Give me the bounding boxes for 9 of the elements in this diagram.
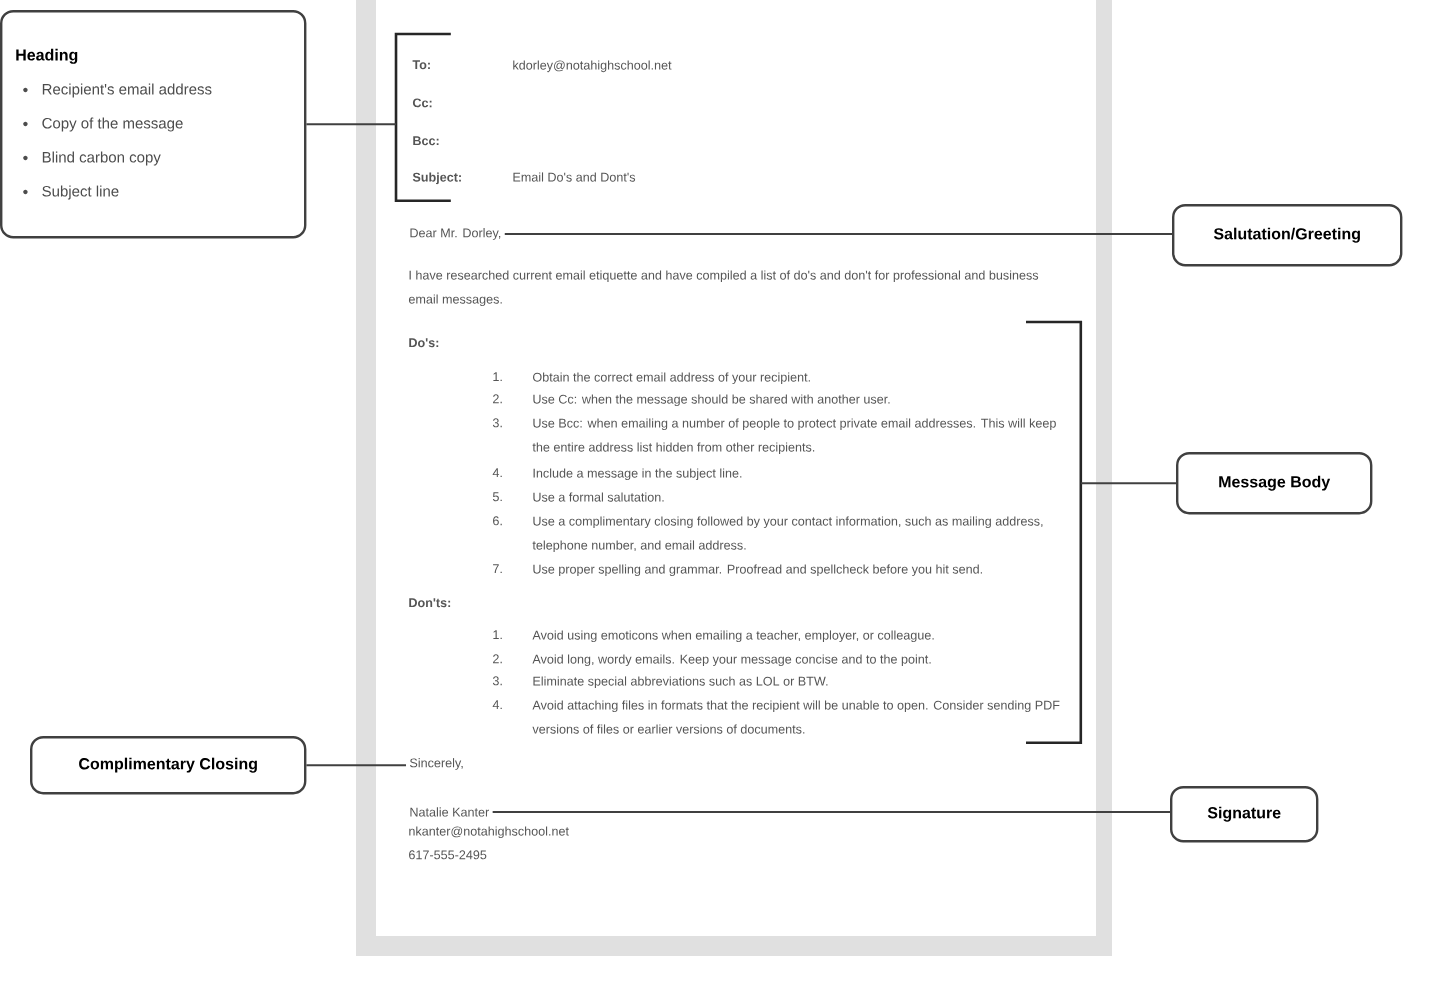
callout-box: Complimentary Closing xyxy=(30,736,307,795)
callout-box: Salutation/Greeting xyxy=(1172,204,1403,267)
leader-line xyxy=(305,764,407,767)
leader-line xyxy=(305,123,397,126)
leader-line xyxy=(491,811,1171,813)
callout-box: Signature xyxy=(1170,786,1319,843)
leader-line xyxy=(503,233,1173,235)
callout-box: Message Body xyxy=(1176,452,1373,515)
leader-line xyxy=(1079,482,1177,485)
